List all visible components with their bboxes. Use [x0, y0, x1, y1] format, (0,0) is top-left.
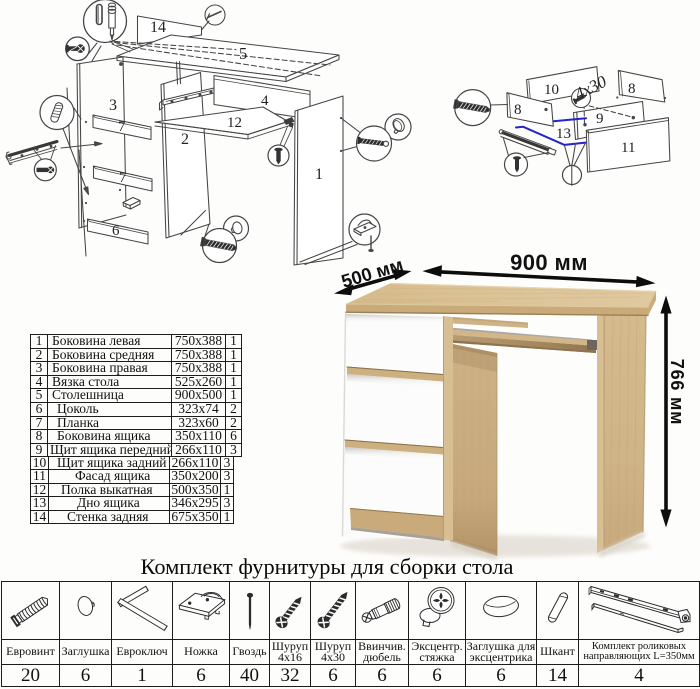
- svg-text:11: 11: [621, 140, 635, 156]
- svg-text:6: 6: [112, 223, 120, 239]
- svg-text:7: 7: [119, 170, 127, 186]
- svg-text:3: 3: [109, 97, 117, 114]
- svg-text:7: 7: [118, 119, 126, 135]
- svg-text:12: 12: [227, 115, 242, 131]
- svg-text:14: 14: [150, 19, 166, 36]
- svg-text:1: 1: [315, 166, 323, 183]
- svg-text:5: 5: [239, 44, 247, 63]
- svg-text:766 мм: 766 мм: [667, 359, 687, 425]
- svg-text:8: 8: [514, 102, 522, 118]
- svg-text:4: 4: [261, 93, 269, 109]
- svg-text:10: 10: [544, 82, 559, 98]
- svg-text:900 мм: 900 мм: [510, 250, 588, 275]
- svg-text:2: 2: [181, 131, 189, 148]
- svg-text:8: 8: [628, 81, 636, 97]
- svg-text:9: 9: [596, 111, 604, 127]
- svg-text:13: 13: [556, 126, 571, 142]
